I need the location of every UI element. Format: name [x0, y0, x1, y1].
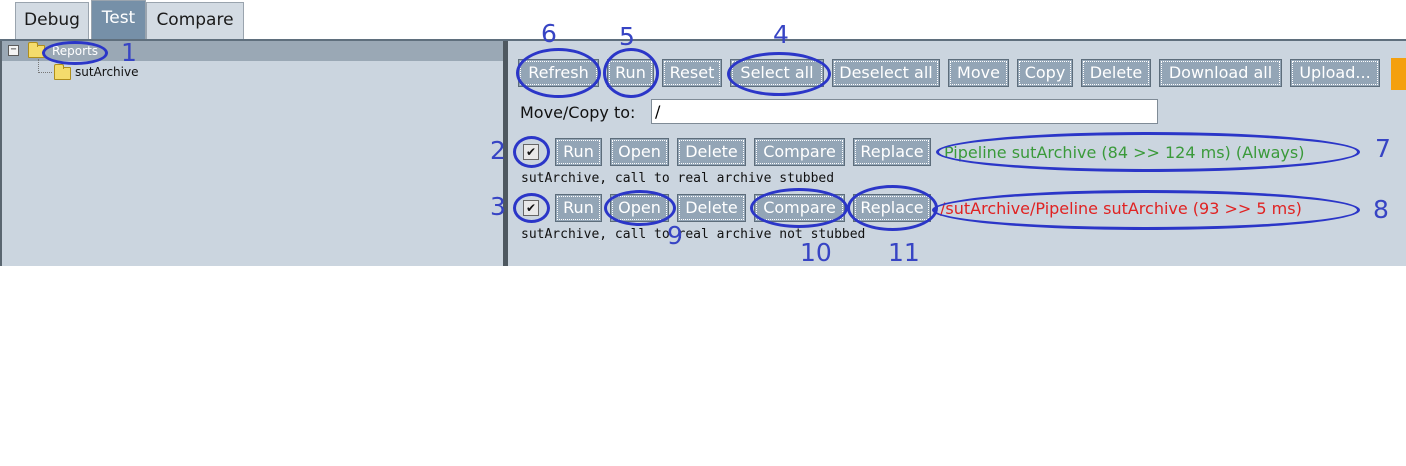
collapse-icon[interactable]: − — [8, 45, 19, 56]
upload-button[interactable]: Upload... — [1290, 59, 1380, 87]
annotation-number: 4 — [773, 20, 789, 49]
report-status: /sutArchive/Pipeline sutArchive (93 >> 5… — [940, 199, 1302, 218]
open-report-button[interactable]: Open — [610, 194, 669, 222]
annotation-number: 6 — [541, 19, 557, 48]
tree-connector — [38, 59, 39, 73]
replace-report-button[interactable]: Replace — [853, 194, 931, 222]
select-all-button[interactable]: Select all — [730, 59, 824, 87]
run-all-button[interactable]: Run — [607, 59, 654, 87]
report-status: Pipeline sutArchive (84 >> 124 ms) (Alwa… — [944, 143, 1305, 162]
copy-button[interactable]: Copy — [1017, 59, 1073, 87]
refresh-button[interactable]: Refresh — [518, 59, 599, 87]
compare-report-button[interactable]: Compare — [754, 138, 845, 166]
download-all-button[interactable]: Download all — [1159, 59, 1282, 87]
delete-report-button[interactable]: Delete — [677, 194, 746, 222]
annotation-number: 1 — [121, 38, 137, 67]
annotation-number: 2 — [490, 136, 506, 165]
move-button[interactable]: Move — [948, 59, 1009, 87]
annotation-number: 5 — [619, 22, 635, 51]
report-description: sutArchive, call to real archive not stu… — [521, 227, 866, 242]
report-description: sutArchive, call to real archive stubbed — [521, 171, 835, 186]
annotation-number: 7 — [1375, 134, 1391, 163]
run-report-button[interactable]: Run — [555, 194, 602, 222]
tree-node-reports[interactable]: − Reports — [2, 41, 503, 61]
warning-indicator — [1391, 58, 1406, 90]
folder-icon — [54, 64, 71, 80]
report-checkbox[interactable]: ✔ — [523, 200, 539, 216]
tab-debug[interactable]: Debug — [15, 2, 89, 40]
tab-compare[interactable]: Compare — [146, 2, 244, 40]
deselect-all-button[interactable]: Deselect all — [832, 59, 940, 87]
compare-report-button[interactable]: Compare — [754, 194, 845, 222]
report-tree-panel: − Reports sutArchive — [0, 41, 503, 266]
move-copy-path-input[interactable]: / — [651, 99, 1158, 124]
report-checkbox[interactable]: ✔ — [523, 144, 539, 160]
reset-button[interactable]: Reset — [662, 59, 722, 87]
annotation-number: 11 — [888, 238, 920, 267]
move-copy-label: Move/Copy to: — [520, 103, 636, 122]
open-report-button[interactable]: Open — [610, 138, 669, 166]
tab-divider — [0, 39, 1406, 41]
replace-report-button[interactable]: Replace — [853, 138, 931, 166]
tree-node-label: Reports — [52, 44, 99, 58]
delete-all-button[interactable]: Delete — [1081, 59, 1151, 87]
annotation-number: 9 — [667, 221, 683, 250]
run-report-button[interactable]: Run — [555, 138, 602, 166]
annotation-number: 8 — [1373, 195, 1389, 224]
tree-connector — [38, 72, 52, 73]
tab-test[interactable]: Test — [91, 0, 146, 41]
tree-node-label: sutArchive — [75, 65, 139, 79]
annotation-number: 10 — [800, 238, 832, 267]
folder-open-icon — [28, 42, 45, 58]
panel-splitter[interactable] — [503, 41, 508, 266]
delete-report-button[interactable]: Delete — [677, 138, 746, 166]
annotation-number: 3 — [490, 192, 506, 221]
